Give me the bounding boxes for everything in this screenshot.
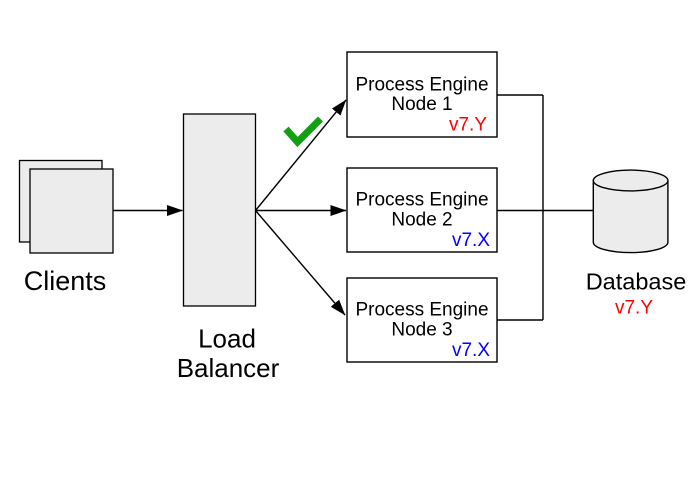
svg-text:v7.X: v7.X: [452, 340, 490, 361]
svg-text:Node 2: Node 2: [391, 210, 452, 231]
svg-text:Load: Load: [198, 324, 256, 354]
svg-text:Clients: Clients: [24, 266, 107, 296]
svg-text:Process Engine: Process Engine: [355, 190, 488, 211]
svg-text:Balancer: Balancer: [177, 353, 280, 383]
svg-text:Node 1: Node 1: [391, 94, 452, 115]
svg-text:v7.Y: v7.Y: [449, 115, 487, 136]
svg-text:Process Engine: Process Engine: [355, 300, 488, 321]
svg-text:v7.Y: v7.Y: [615, 298, 653, 319]
svg-text:Database: Database: [586, 269, 687, 295]
svg-text:Process Engine: Process Engine: [355, 75, 488, 96]
svg-text:Node 3: Node 3: [391, 320, 452, 341]
svg-text:v7.X: v7.X: [452, 230, 490, 251]
